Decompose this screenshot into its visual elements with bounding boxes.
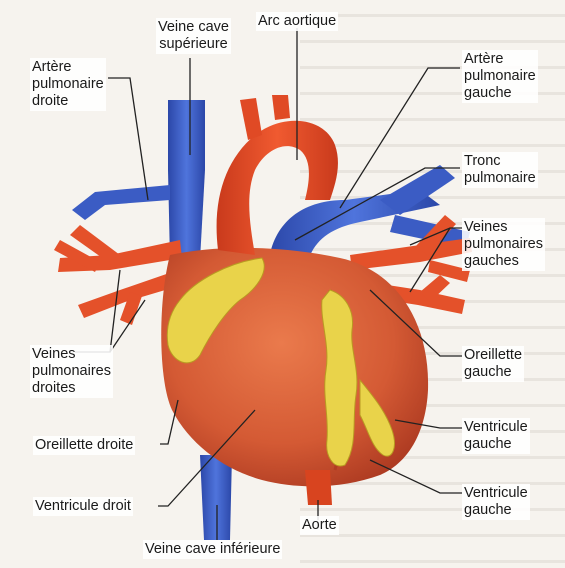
descending-aorta: [305, 470, 332, 505]
label-ventricule-droit: Ventricule droit: [33, 497, 133, 516]
label-ventricule-gauche-1: Ventricule gauche: [462, 418, 530, 454]
label-artere-pulmonaire-gauche: Artère pulmonaire gauche: [462, 50, 538, 103]
label-veine-cave-superieure: Veine cave supérieure: [156, 18, 231, 54]
label-veine-cave-inferieure: Veine cave inférieure: [143, 540, 282, 559]
label-arc-aortique: Arc aortique: [256, 12, 338, 31]
right-pulmonary-artery: [72, 185, 170, 220]
label-ventricule-gauche-2: Ventricule gauche: [462, 484, 530, 520]
label-artere-pulmonaire-droite: Artère pulmonaire droite: [30, 58, 106, 111]
label-aorte: Aorte: [300, 516, 339, 535]
label-oreillette-droite: Oreillette droite: [33, 436, 135, 455]
inferior-vena-cava: [200, 455, 232, 540]
label-veines-pulmonaires-droites: Veines pulmonaires droites: [30, 345, 113, 398]
label-oreillette-gauche: Oreillette gauche: [462, 346, 524, 382]
label-tronc-pulmonaire: Tronc pulmonaire: [462, 152, 538, 188]
aortic-branch: [240, 98, 262, 140]
label-veines-pulmonaires-gauches: Veines pulmonaires gauches: [462, 218, 545, 271]
superior-vena-cava: [168, 100, 205, 260]
aortic-branch: [272, 95, 290, 120]
